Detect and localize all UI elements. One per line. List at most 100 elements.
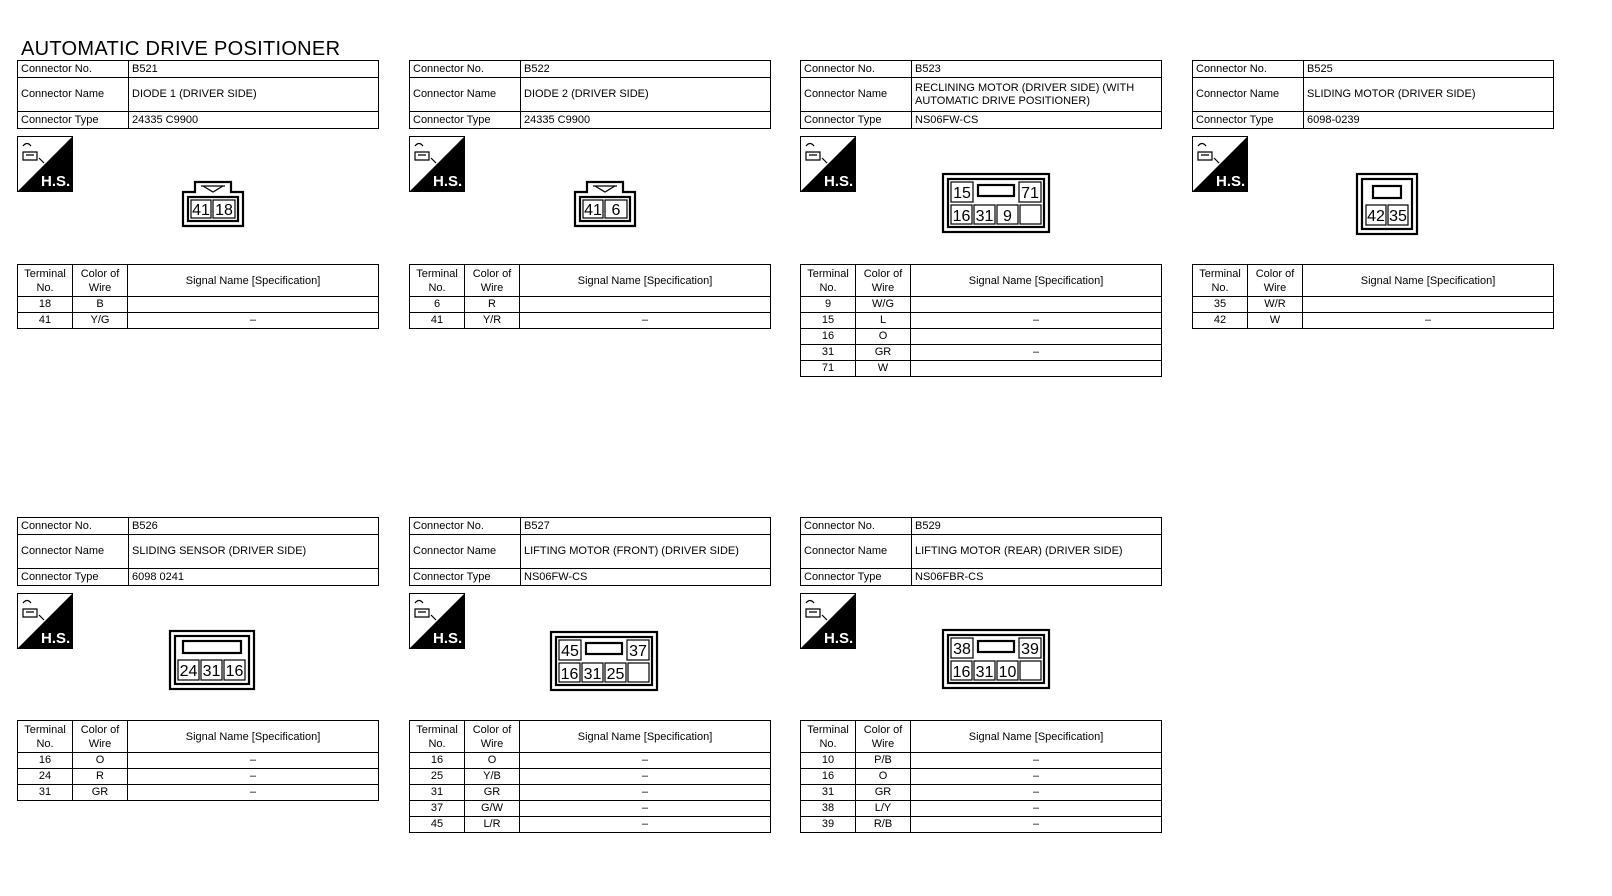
page-title: AUTOMATIC DRIVE POSITIONER bbox=[21, 38, 341, 60]
hs-badge-text: H.S. bbox=[824, 630, 853, 647]
info-label: Connector Name bbox=[17, 534, 129, 569]
terminal-no: 37 bbox=[409, 800, 465, 817]
pin-label: 37 bbox=[629, 643, 647, 660]
terminal-no: 6 bbox=[409, 296, 465, 313]
signal-name-header: Signal Name [Specification] bbox=[519, 720, 771, 753]
harness-side-icon: H.S. bbox=[17, 136, 73, 192]
pin-label: 71 bbox=[1021, 185, 1039, 202]
terminal-no: 16 bbox=[409, 752, 465, 769]
terminal-no: 16 bbox=[17, 752, 73, 769]
pin-label: 42 bbox=[1367, 208, 1385, 225]
terminal-no: 10 bbox=[800, 752, 856, 769]
signal-name: – bbox=[910, 768, 1162, 785]
info-label: Connector Type bbox=[409, 568, 521, 586]
terminal-no: 31 bbox=[17, 784, 73, 801]
wire-color: G/W bbox=[464, 800, 520, 817]
pin-label: 45 bbox=[561, 643, 579, 660]
terminal-no-header: Terminal No. bbox=[409, 720, 465, 753]
wire-color: GR bbox=[72, 784, 128, 801]
wire-color: W bbox=[855, 360, 911, 377]
terminal-no-header: Terminal No. bbox=[17, 720, 73, 753]
signal-name-header: Signal Name [Specification] bbox=[519, 264, 771, 297]
harness-side-icon: H.S. bbox=[800, 136, 856, 192]
signal-name-header: Signal Name [Specification] bbox=[910, 264, 1162, 297]
wire-color-header: Color of Wire bbox=[72, 720, 128, 753]
terminal-no-header: Terminal No. bbox=[17, 264, 73, 297]
info-label: Connector No. bbox=[17, 517, 129, 535]
info-value: B527 bbox=[520, 517, 771, 535]
terminal-no: 24 bbox=[17, 768, 73, 785]
info-value: 6098-0239 bbox=[1303, 111, 1554, 129]
pin-label: 9 bbox=[1003, 208, 1012, 225]
signal-name bbox=[519, 296, 771, 313]
wire-color: O bbox=[72, 752, 128, 769]
info-value: LIFTING MOTOR (FRONT) (DRIVER SIDE) bbox=[520, 534, 771, 569]
wire-color: W bbox=[1247, 312, 1303, 329]
signal-name bbox=[910, 296, 1162, 313]
info-label: Connector Type bbox=[17, 568, 129, 586]
info-value: SLIDING SENSOR (DRIVER SIDE) bbox=[128, 534, 379, 569]
wire-color: Y/G bbox=[72, 312, 128, 329]
terminal-no: 31 bbox=[800, 784, 856, 801]
signal-name: – bbox=[910, 800, 1162, 817]
info-label: Connector No. bbox=[800, 60, 912, 78]
wire-color-header: Color of Wire bbox=[464, 264, 520, 297]
terminal-no: 16 bbox=[800, 328, 856, 345]
signal-name: – bbox=[910, 752, 1162, 769]
wire-color: Y/R bbox=[464, 312, 520, 329]
info-label: Connector Name bbox=[800, 77, 912, 112]
hs-badge-text: H.S. bbox=[824, 173, 853, 190]
harness-side-icon: H.S. bbox=[800, 593, 856, 649]
signal-name: – bbox=[127, 752, 379, 769]
info-label: Connector Type bbox=[17, 111, 129, 129]
terminal-no: 31 bbox=[409, 784, 465, 801]
signal-name-header: Signal Name [Specification] bbox=[1302, 264, 1554, 297]
info-value: 6098 0241 bbox=[128, 568, 379, 586]
signal-name: – bbox=[910, 312, 1162, 329]
info-label: Connector No. bbox=[800, 517, 912, 535]
wire-color: R bbox=[464, 296, 520, 313]
wire-color: L/R bbox=[464, 816, 520, 833]
terminal-no: 42 bbox=[1192, 312, 1248, 329]
info-value: B521 bbox=[128, 60, 379, 78]
info-value: NS06FBR-CS bbox=[911, 568, 1162, 586]
terminal-no-header: Terminal No. bbox=[800, 264, 856, 297]
wire-color: O bbox=[464, 752, 520, 769]
info-label: Connector No. bbox=[17, 60, 129, 78]
signal-name: – bbox=[910, 784, 1162, 801]
info-value: B523 bbox=[911, 60, 1162, 78]
signal-name-header: Signal Name [Specification] bbox=[127, 264, 379, 297]
terminal-no: 35 bbox=[1192, 296, 1248, 313]
terminal-no: 38 bbox=[800, 800, 856, 817]
pin-label: 10 bbox=[999, 664, 1017, 681]
info-label: Connector Type bbox=[800, 568, 912, 586]
pin-label: 41 bbox=[192, 202, 210, 219]
harness-side-icon: H.S. bbox=[1192, 136, 1248, 192]
